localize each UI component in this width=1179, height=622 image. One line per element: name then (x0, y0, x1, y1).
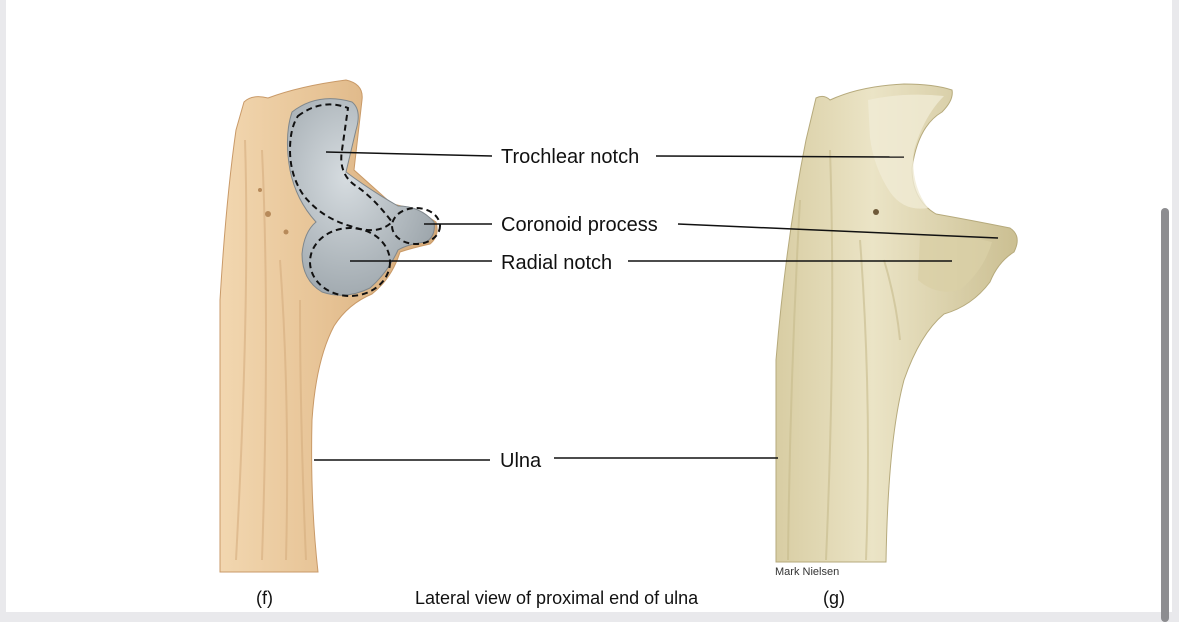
trochlear-notch-surface (868, 94, 944, 209)
ulna-label: Ulna (500, 450, 542, 472)
trochlear-notch-outline (288, 103, 394, 232)
photo-credit: Mark Nielsen (775, 566, 840, 578)
bone-texture (235, 139, 307, 561)
coronoid-process-leader-right (677, 223, 999, 239)
trochlear-notch-leader-right (655, 155, 905, 158)
trochlear-notch-label: Trochlear notch (501, 146, 640, 168)
trochlear-notch-cartilage (286, 98, 435, 296)
bone-texture (787, 149, 901, 561)
radial-notch-label: Radial notch (501, 252, 613, 274)
coronoid-process-label: Coronoid process (501, 214, 658, 236)
radial-notch-outline (309, 227, 391, 297)
figure-caption: Lateral view of proximal end of ulna (415, 588, 699, 608)
panel-g-tag: (g) (823, 588, 845, 608)
vertical-scrollbar[interactable] (1161, 208, 1169, 622)
illustrated-ulna (219, 79, 441, 573)
photographed-ulna (775, 83, 1018, 563)
leader-lines (314, 151, 999, 461)
panel-f-tag: (f) (256, 588, 273, 608)
page (6, 0, 1172, 612)
coronoid-process-outline (391, 207, 441, 245)
trochlear-notch-leader-left (325, 151, 493, 157)
radial-notch-surface (918, 234, 992, 292)
